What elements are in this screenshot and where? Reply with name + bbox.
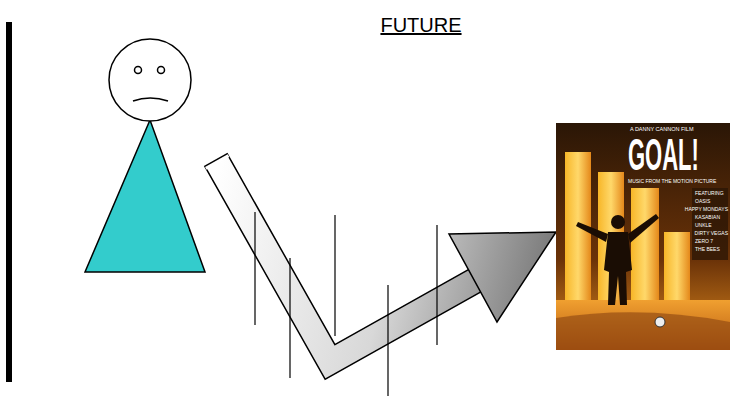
featuring-heading: FEATURING <box>695 191 724 196</box>
movie-title: GOAL! <box>628 133 699 177</box>
band-name: DIRTY VEGAS <box>695 231 728 236</box>
band-name: KASABIAN <box>695 215 720 220</box>
band-name: HAPPY MONDAYS <box>685 207 728 212</box>
subtitle: MUSIC FROM THE MOTION PICTURE <box>628 179 716 184</box>
poster-art <box>556 123 730 350</box>
film-credit: A DANNY CANNON FILM <box>630 127 693 133</box>
page-title: FUTURE <box>321 14 521 37</box>
band-name: UNKLE <box>695 223 712 228</box>
band-name: THE BEES <box>695 247 720 252</box>
band-name: OASIS <box>695 199 710 204</box>
person-figure <box>85 39 205 272</box>
band-name: ZERO 7 <box>695 239 713 244</box>
barrier-lines <box>255 212 437 396</box>
zigzag-arrow <box>200 145 556 362</box>
movie-poster: A DANNY CANNON FILMGOAL! MUSIC FROM THE M… <box>556 123 730 350</box>
wall-bar <box>6 22 12 382</box>
